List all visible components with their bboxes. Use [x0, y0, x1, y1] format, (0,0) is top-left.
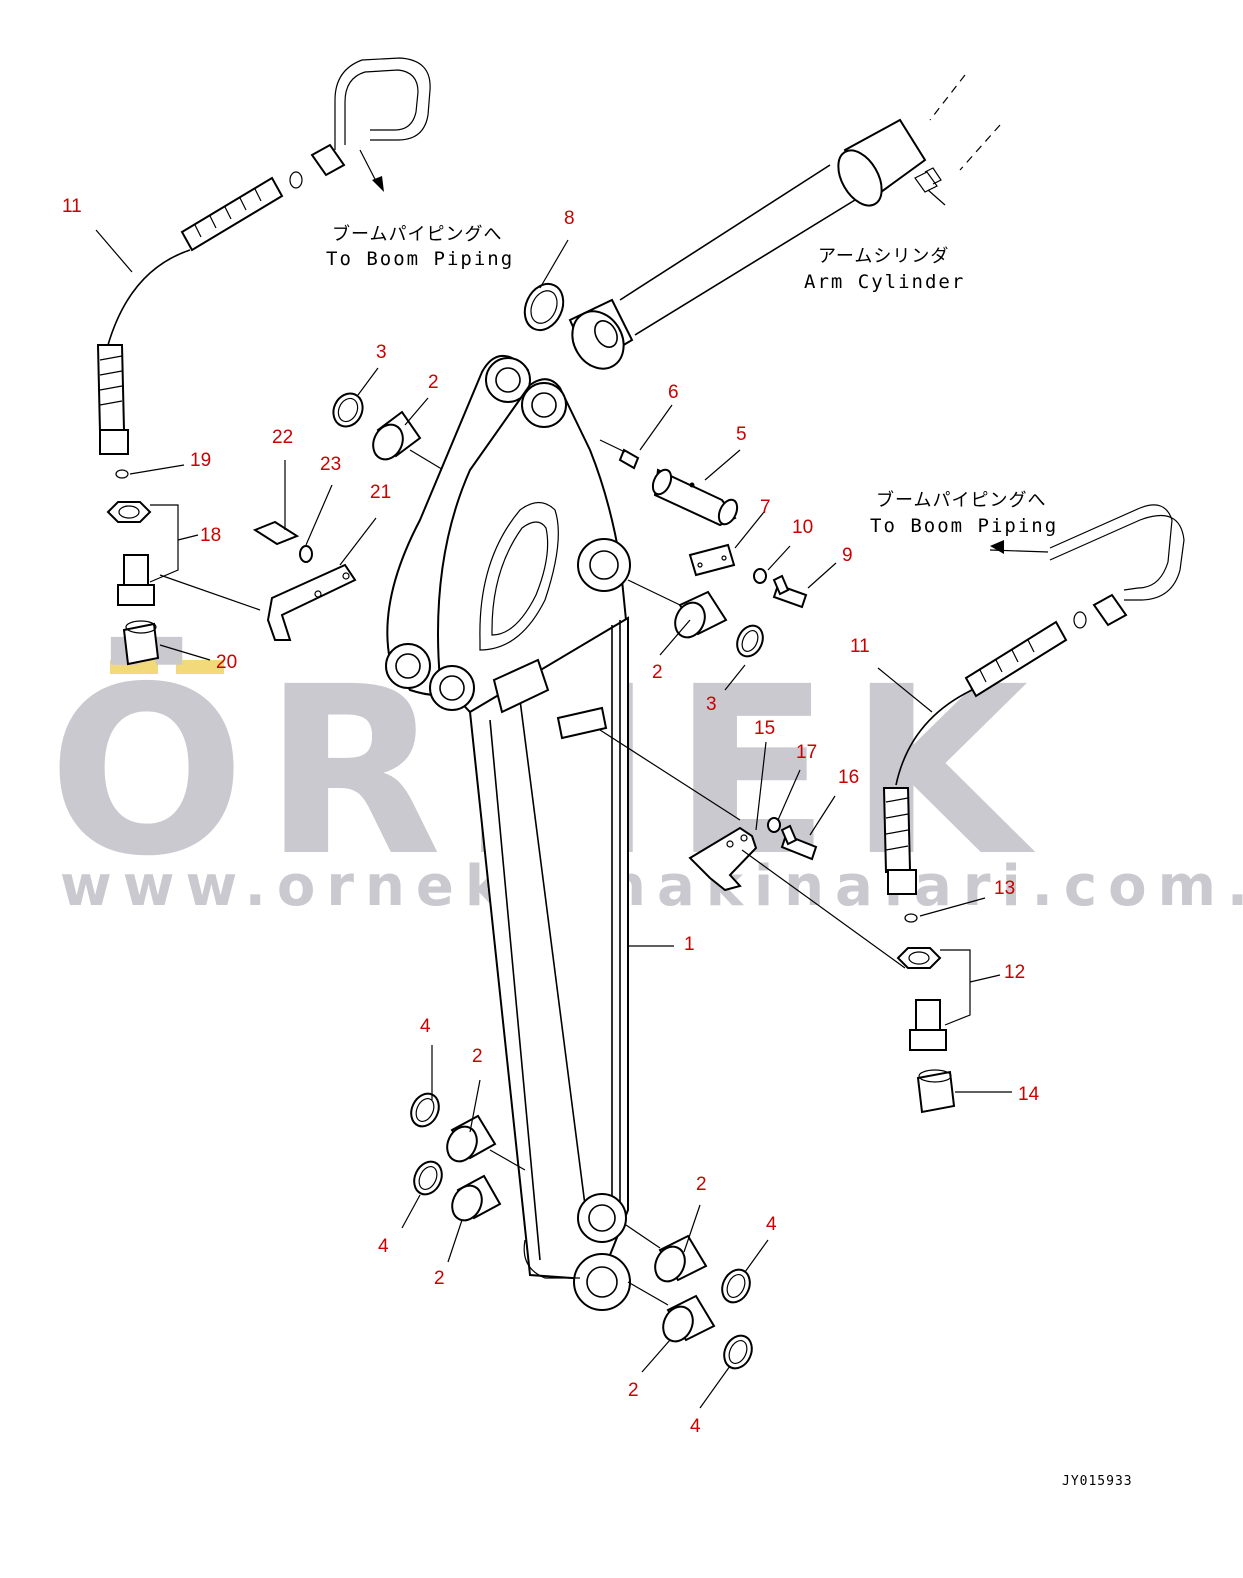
callout-6: 6 [668, 382, 679, 403]
callout-2-e: 2 [696, 1174, 707, 1195]
callout-15: 15 [754, 718, 775, 739]
text-labels: ブームパイピングへ To Boom Piping アームシリンダ Arm Cyl… [326, 223, 1133, 1489]
callout-16: 16 [838, 767, 859, 788]
callout-3-top: 3 [376, 342, 387, 363]
callout-4-d: 4 [690, 1416, 701, 1437]
watermark-url: www.ornekismakinalari.com.tr [60, 854, 1243, 919]
callout-5: 5 [736, 424, 747, 445]
callout-8: 8 [564, 208, 575, 229]
o-ring-19 [115, 469, 129, 479]
callout-11-right: 11 [850, 636, 870, 657]
fitting-18-20 [106, 501, 261, 666]
bracket-21-bolt-22 [252, 520, 357, 641]
arm-cylinder-drawing [568, 74, 1001, 370]
bracket-15-group [599, 729, 906, 969]
hose-11-left [96, 176, 284, 479]
boom-piping-right [989, 504, 1185, 629]
watermark-accent-left [110, 660, 158, 674]
callout-4-c: 4 [766, 1214, 777, 1235]
callout-20: 20 [216, 652, 237, 673]
callout-19: 19 [190, 450, 211, 471]
label-arm-cylinder-jp: アームシリンダ [818, 246, 949, 267]
callout-17: 17 [796, 742, 817, 763]
watermark-accent-right [176, 660, 224, 674]
boom-piping-top [289, 57, 431, 192]
callout-10: 10 [792, 517, 813, 538]
callout-9: 9 [842, 545, 853, 566]
watermark: ÖRNEK www.ornekismakinalari.com.tr [48, 636, 1243, 919]
hose-11-right [882, 620, 1068, 923]
bushings-right-middle [627, 579, 764, 658]
leader-lines [95, 229, 1012, 1409]
callout-2-mid: 2 [652, 662, 663, 683]
callout-1: 1 [684, 934, 695, 955]
callout-7: 7 [760, 497, 771, 518]
callout-11-left: 11 [62, 196, 82, 217]
callout-21: 21 [370, 482, 391, 503]
callout-2-c: 2 [472, 1046, 483, 1067]
callout-14: 14 [1018, 1084, 1040, 1105]
callout-13: 13 [994, 878, 1015, 899]
callout-4-b: 4 [378, 1236, 389, 1257]
callout-18: 18 [200, 525, 221, 546]
label-boom-piping-en-top: To Boom Piping [326, 248, 514, 270]
callout-4-a: 4 [420, 1016, 431, 1037]
arm-body [385, 354, 631, 1311]
callout-3-mid: 3 [706, 694, 717, 715]
label-boom-piping-jp-top: ブームパイピングへ [332, 223, 502, 245]
callout-2-d: 2 [434, 1268, 445, 1289]
label-boom-piping-en-right: To Boom Piping [870, 515, 1058, 537]
callout-23: 23 [320, 454, 341, 475]
label-arm-cylinder-en: Arm Cylinder [804, 271, 965, 293]
callout-numbers: 11 8 3 2 6 5 22 23 21 19 18 20 7 10 9 2 … [62, 196, 1040, 1437]
label-boom-piping-jp-right: ブームパイピングへ [876, 489, 1046, 511]
callout-22: 22 [272, 427, 293, 448]
callout-2-top: 2 [428, 372, 439, 393]
callout-12: 12 [1004, 962, 1025, 983]
pin-and-hardware [599, 439, 808, 609]
drawing-code: JY015933 [1062, 1474, 1133, 1489]
bushings-top [332, 282, 565, 511]
bushings-lower [410, 1092, 753, 1370]
callout-2-f: 2 [628, 1380, 639, 1401]
fitting-12-14 [896, 947, 971, 1114]
